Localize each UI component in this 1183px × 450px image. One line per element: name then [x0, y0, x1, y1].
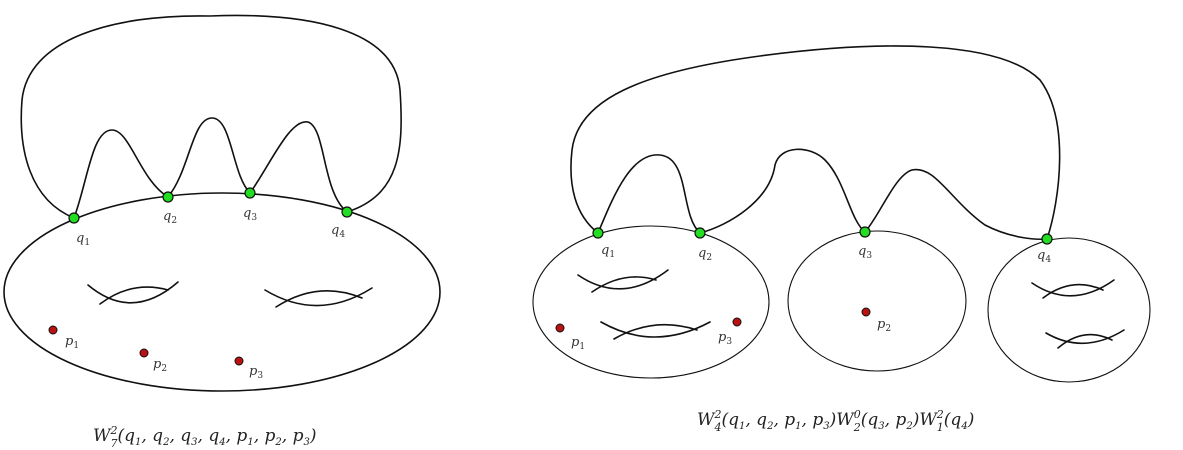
- left-label-q4: q4: [331, 223, 345, 240]
- right-s1-hole-1-upper: [591, 276, 657, 293]
- left-hole-1-lower: [87, 281, 179, 304]
- left-label-q3: q3: [243, 206, 257, 223]
- left-marked-point-q3: [244, 187, 256, 199]
- left-arc-q3-q4: [249, 121, 348, 213]
- right-arc-q3-q4: [864, 168, 1048, 241]
- right-outer-loop: [570, 45, 1061, 240]
- right-s3-hole-2-lower: [1045, 329, 1125, 345]
- right-label-q4: q4: [1037, 248, 1051, 265]
- right-marked-point-q3: [859, 226, 871, 238]
- left-figure: q1 q2 q3 q4 p1 p2 p3 W72(q1, q2, q3, q4,…: [3, 14, 441, 450]
- left-outer-loop: [20, 14, 402, 219]
- left-label-p3: p3: [249, 364, 263, 381]
- right-figure: q1 q2 q3 q4 p1 p3 p2 W42(q1, q2, p1, p3)…: [532, 45, 1151, 434]
- right-arc-q2-q3: [699, 148, 866, 234]
- right-puncture-p1: [555, 323, 565, 333]
- right-surface-1: [532, 225, 770, 379]
- right-puncture-p3: [732, 317, 742, 327]
- right-label-p1: p1: [571, 335, 585, 352]
- left-puncture-p2: [139, 348, 149, 358]
- left-arc-q2-q3: [167, 117, 251, 198]
- right-label-p3: p3: [718, 330, 732, 347]
- left-puncture-p3: [234, 356, 244, 366]
- right-caption: W42(q1, q2, p1, p3)W20(q3, p2)W12(q4): [697, 408, 974, 434]
- right-s1-hole-1-lower: [577, 269, 669, 290]
- right-label-p2: p2: [877, 317, 891, 334]
- right-s3-hole-1-lower: [1031, 279, 1115, 297]
- right-marked-point-q2: [694, 227, 706, 239]
- right-label-q1: q1: [601, 243, 615, 260]
- right-s3-hole-1-upper: [1042, 283, 1104, 299]
- left-puncture-p1: [48, 325, 58, 335]
- left-label-p2: p2: [153, 357, 167, 374]
- right-label-q3: q3: [858, 244, 872, 261]
- left-surface-outline: [3, 192, 441, 392]
- right-surface-3: [987, 237, 1151, 383]
- right-s1-hole-2-upper: [613, 323, 698, 340]
- left-hole-2-upper: [275, 290, 363, 308]
- left-marked-point-q2: [162, 191, 174, 203]
- right-s1-hole-2-lower: [600, 321, 711, 338]
- left-label-p1: p1: [65, 334, 79, 351]
- left-marked-point-q1: [68, 212, 80, 224]
- right-label-q2: q2: [698, 246, 712, 263]
- left-caption: W72(q1, q2, q3, q4, p1, p2, p3): [93, 424, 316, 450]
- left-arc-q1-q2: [73, 129, 169, 219]
- right-arc-q1-q2: [597, 154, 701, 234]
- left-marked-point-q4: [341, 206, 353, 218]
- left-hole-2-lower: [264, 287, 373, 307]
- right-marked-point-q4: [1041, 233, 1053, 245]
- left-hole-1-upper: [99, 286, 169, 305]
- right-marked-point-q1: [592, 227, 604, 239]
- right-s3-hole-2-upper: [1057, 333, 1113, 349]
- right-puncture-p2: [861, 307, 871, 317]
- right-surface-2: [787, 230, 967, 372]
- left-label-q1: q1: [76, 231, 90, 248]
- left-label-q2: q2: [163, 209, 177, 226]
